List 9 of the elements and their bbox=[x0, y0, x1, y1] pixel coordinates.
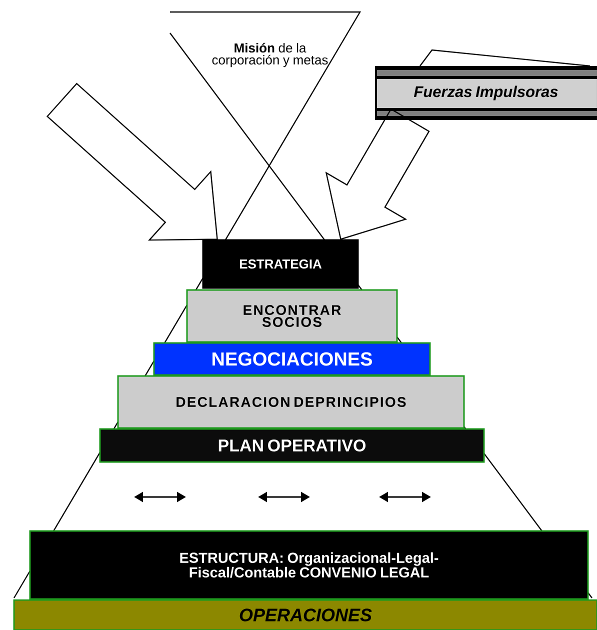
pyramid-level: PLAN OPERATIVO bbox=[99, 428, 485, 463]
strategy-box: ESTRATEGIA bbox=[202, 239, 359, 289]
pyramid-level: NEGOCIACIONES bbox=[153, 342, 431, 376]
pyramid-level: ESTRUCTURA: Organizacional-Legal-Fiscal/Contable CONVENIO LEGAL bbox=[29, 530, 589, 600]
driving-forces-box: Fuerzas Impulsoras bbox=[375, 49, 597, 120]
mission-label: Misión de la corporación y metas bbox=[212, 42, 328, 68]
pyramid-base: OPERACIONES bbox=[13, 599, 597, 630]
pyramid-level: DECLARACION DEPRINCIPIOS bbox=[117, 375, 465, 429]
pyramid-level: ENCONTRAR SOCIOS bbox=[186, 289, 398, 343]
